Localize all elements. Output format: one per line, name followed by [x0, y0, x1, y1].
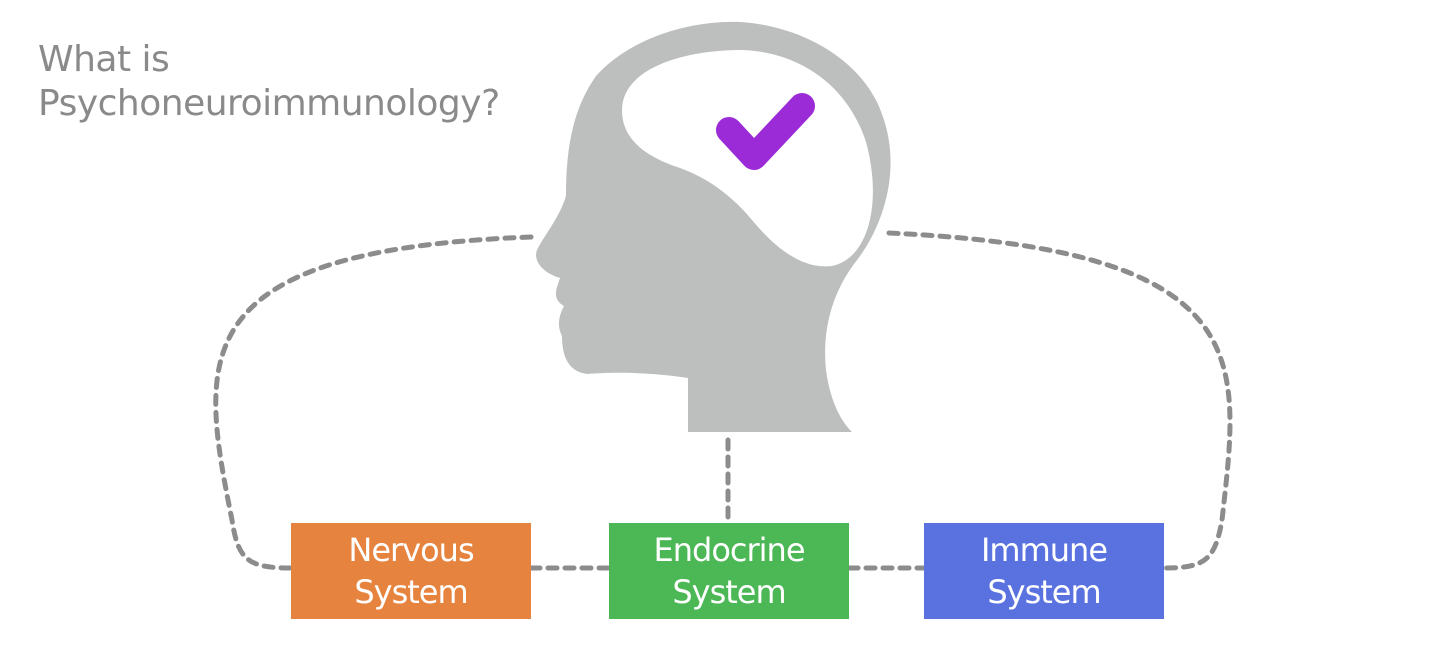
nervous-system-label-2: System: [354, 573, 468, 611]
page-title: What is Psychoneuroimmunology?: [38, 38, 500, 126]
endocrine-system-box: Endocrine System: [609, 523, 849, 619]
title-line-1: What is: [38, 39, 170, 80]
nervous-system-box: Nervous System: [291, 523, 531, 619]
immune-system-label-2: System: [987, 573, 1101, 611]
human-head-profile-icon: [536, 21, 891, 432]
connector-right-loop: [886, 230, 1233, 571]
connector-left-loop: [213, 234, 534, 571]
checkmark-icon: [716, 93, 815, 170]
endocrine-system-label-1: Endocrine: [653, 531, 806, 569]
title-line-2: Psychoneuroimmunology?: [38, 83, 500, 124]
nervous-system-label-1: Nervous: [348, 531, 474, 569]
immune-system-box: Immune System: [924, 523, 1164, 619]
connector-lines: [213, 230, 1233, 571]
endocrine-system-label-2: System: [672, 573, 786, 611]
immune-system-label-1: Immune: [980, 531, 1108, 569]
